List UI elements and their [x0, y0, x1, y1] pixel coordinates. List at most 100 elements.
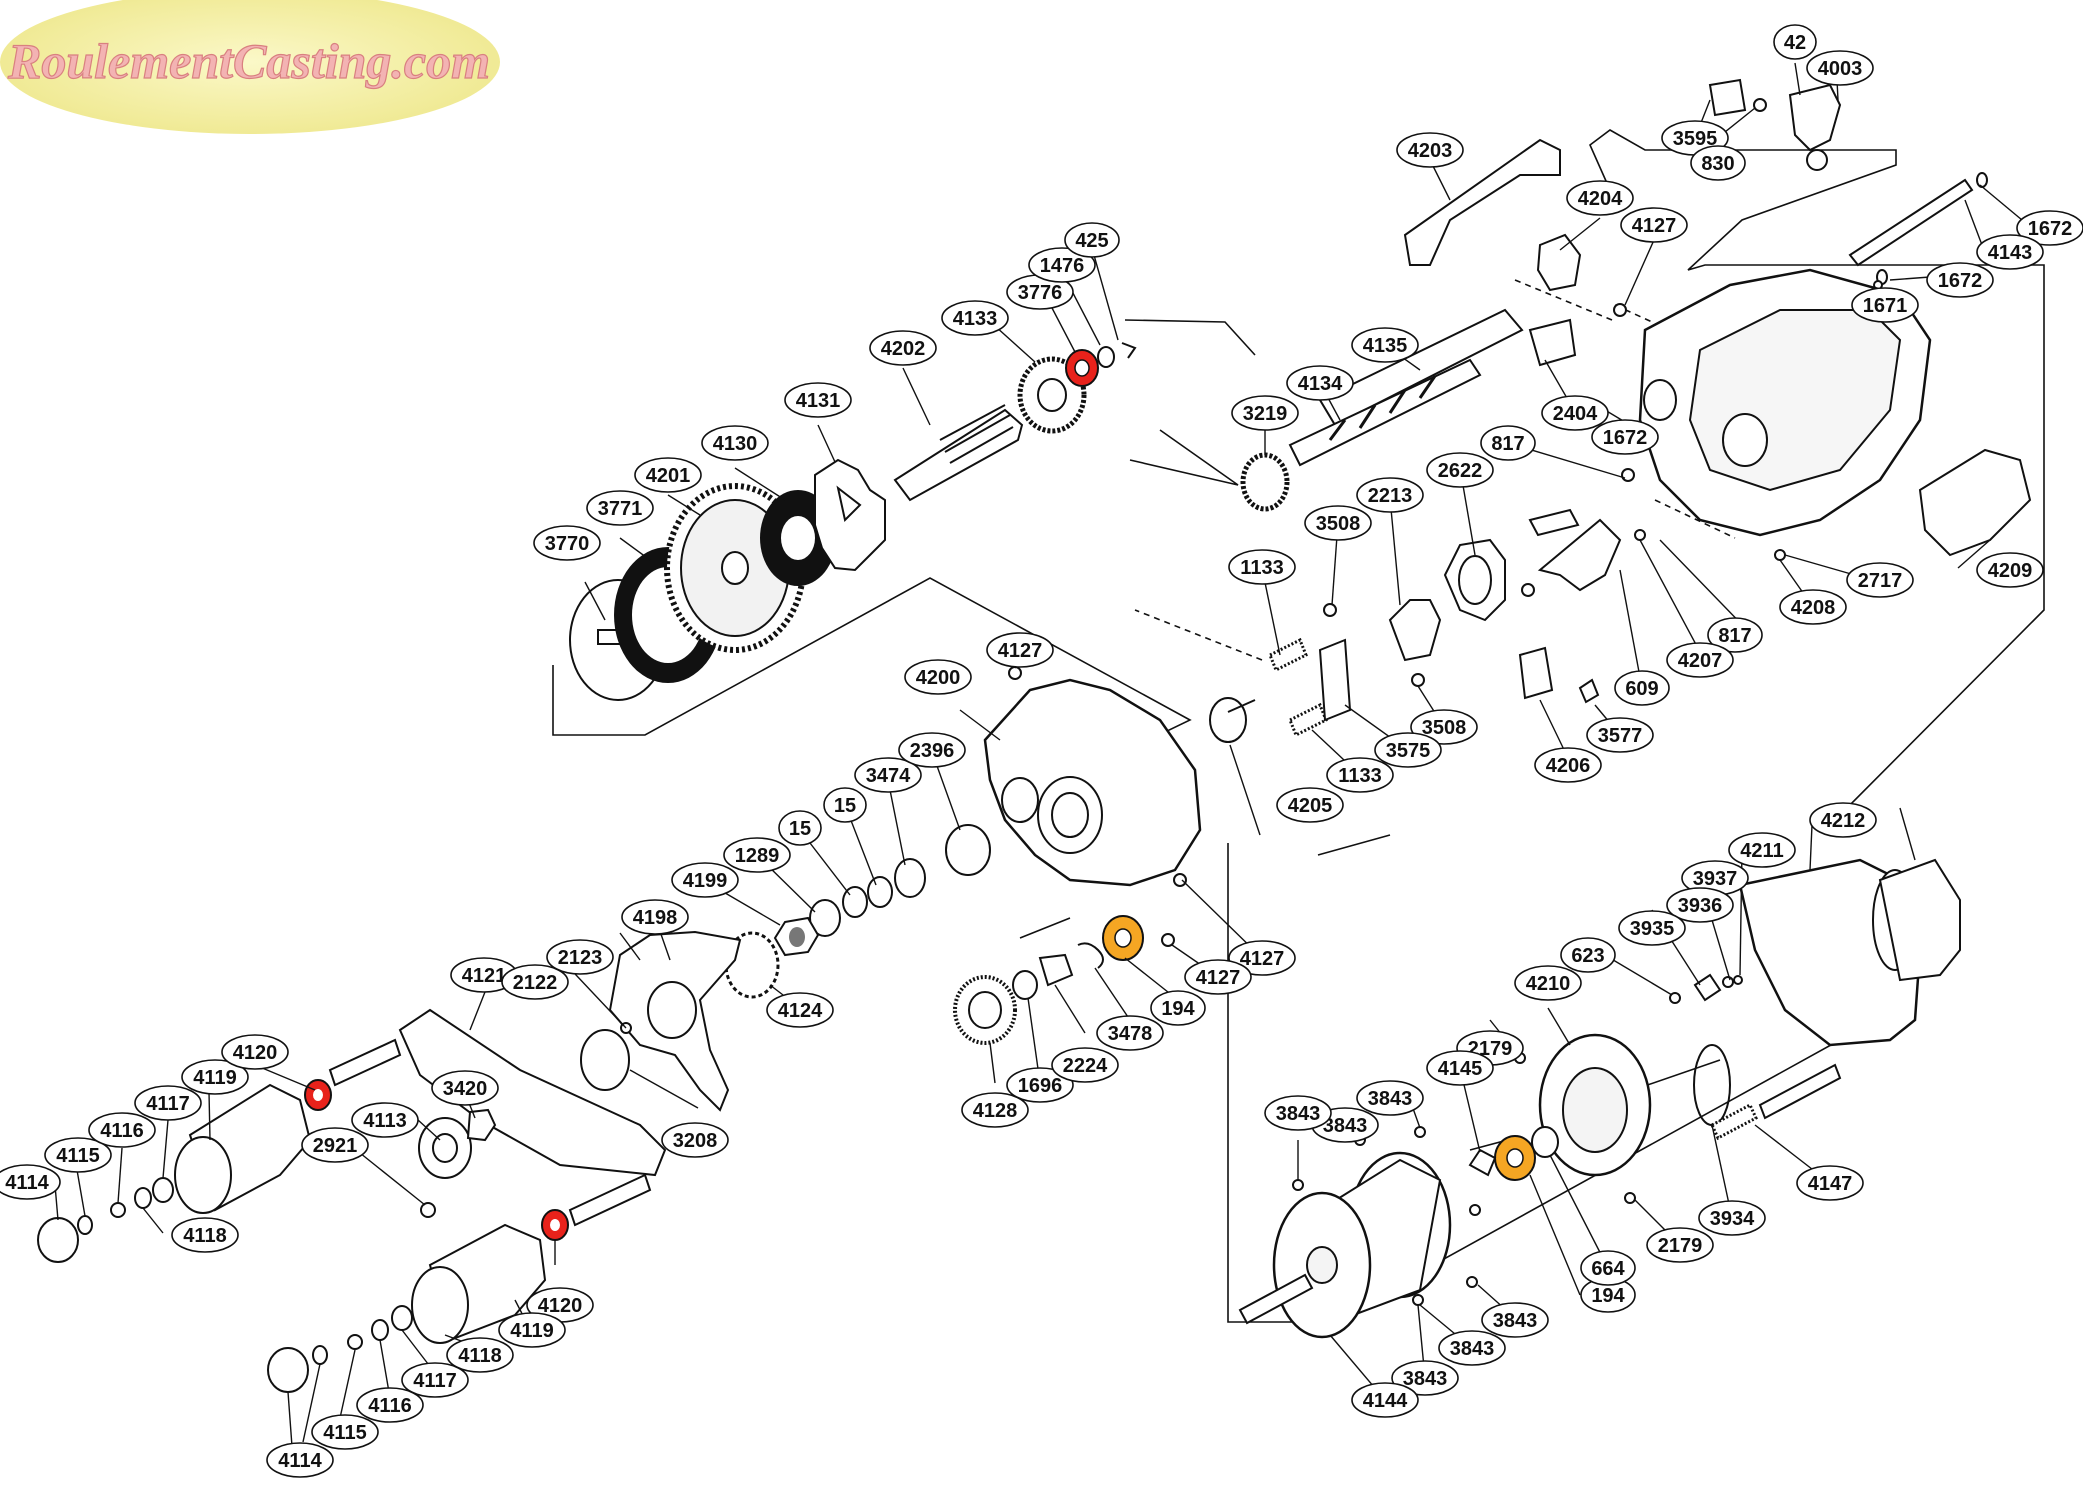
label-bubble	[986, 632, 1054, 668]
label-bubble	[1326, 757, 1394, 793]
label-text: 3936	[1678, 895, 1723, 917]
screws-4127	[1008, 666, 1187, 947]
label-text: 4202	[881, 338, 926, 360]
spring-1133-a	[1268, 637, 1308, 673]
label-text: 4131	[796, 390, 841, 412]
part-label-3770: 3770	[533, 525, 601, 561]
washer-1696	[1012, 970, 1038, 1000]
washer-664	[1531, 1126, 1559, 1158]
pin-3843-e	[1412, 1294, 1424, 1306]
part-label-3508: 3508	[1304, 505, 1372, 541]
label-bubble	[1541, 395, 1609, 431]
drive-gear-group	[569, 342, 1137, 701]
logo-text: RoulementCasting.com	[7, 33, 490, 89]
ratchet-4131-hole	[836, 485, 862, 523]
label-text: 4133	[953, 308, 998, 330]
label-text: 1289	[735, 845, 780, 867]
label-text: 817	[1718, 625, 1751, 647]
knob-4119-upper-end	[174, 1136, 232, 1214]
label-bubble	[1096, 1015, 1164, 1051]
label-bubble	[1534, 747, 1602, 783]
part-label-2717: 2717	[1846, 562, 1914, 598]
label-bubble	[1426, 1050, 1494, 1086]
label-text: 4124	[778, 1000, 823, 1022]
pawl-4206	[1518, 646, 1554, 700]
cover-4003-boss	[1806, 149, 1828, 171]
spring-1133-b	[1288, 702, 1328, 738]
label-bubble	[1707, 617, 1763, 653]
part-label-4115: 4115	[44, 1137, 112, 1173]
label-bubble	[1304, 505, 1372, 541]
thumb-bar-4203	[1403, 138, 1561, 266]
label-bubble	[1586, 717, 1654, 753]
part-label-4128: 4128	[961, 1092, 1029, 1128]
label-text: 4198	[633, 907, 678, 929]
part-label-4200: 4200	[904, 659, 972, 695]
label-text: 609	[1625, 678, 1658, 700]
label-bubble	[784, 382, 852, 418]
screw-609	[1521, 583, 1535, 597]
label-bubble	[1264, 1095, 1332, 1131]
label-text: 4212	[1821, 810, 1866, 832]
label-text: 4205	[1288, 795, 1333, 817]
side-plate-4200-hole	[1051, 792, 1089, 838]
label-text: 3843	[1493, 1310, 1538, 1332]
label-bubble	[1276, 787, 1344, 823]
label-text: 4127	[998, 640, 1043, 662]
part-label-4119: 4119	[181, 1059, 249, 1095]
label-bubble	[941, 300, 1009, 336]
label-text: 4201	[646, 465, 691, 487]
label-bubble	[1926, 262, 1994, 298]
label-bubble	[778, 810, 822, 846]
label-text: 3843	[1368, 1088, 1413, 1110]
plate-3575	[1318, 638, 1352, 722]
worm-shaft-4134-groove	[1328, 375, 1437, 441]
label-text: 4204	[1578, 188, 1623, 210]
label-text: 3595	[1673, 128, 1718, 150]
washer-3208	[580, 1029, 630, 1091]
screw-2921	[420, 1202, 436, 1218]
label-text: 1133	[1240, 557, 1283, 579]
label-text: 4114	[278, 1450, 322, 1472]
frame-pinion-housing	[1643, 379, 1677, 421]
label-text: 3420	[443, 1078, 488, 1100]
shaft-line-623	[1317, 834, 1391, 856]
label-text: 3575	[1386, 740, 1431, 762]
label-bubble	[88, 1112, 156, 1148]
label-bubble	[356, 1387, 424, 1423]
part-label-4147: 4147	[1796, 1165, 1864, 1201]
label-bubble	[1228, 940, 1296, 976]
label-text: 4116	[100, 1120, 143, 1142]
screw-2179-b	[1624, 1192, 1636, 1204]
label-bubble	[546, 939, 614, 975]
label-text: 3843	[1276, 1103, 1321, 1125]
washer-4118-lower	[371, 1319, 389, 1341]
oring-4115-upper	[77, 1215, 93, 1235]
label-text: 3771	[598, 498, 643, 520]
part-label-1289: 1289	[723, 837, 791, 873]
label-bubble	[1231, 395, 1299, 431]
ring-2622-hole	[1458, 555, 1492, 605]
side-plate-4200	[983, 678, 1202, 887]
label-bubble	[1391, 1360, 1459, 1396]
worm-shaft-4134	[1288, 358, 1482, 467]
label-text: 830	[1701, 153, 1734, 175]
guide-line-level-wind	[1129, 429, 1239, 486]
label-bubble	[1851, 287, 1919, 323]
label-bubble	[0, 1164, 61, 1200]
part-label-4209: 4209	[1976, 552, 2044, 588]
label-bubble	[1481, 1302, 1549, 1338]
label-text: 4211	[1740, 840, 1783, 862]
label-bubble	[1690, 145, 1746, 181]
label-bubble	[1514, 965, 1582, 1001]
part-label-3577: 3577	[1586, 717, 1654, 753]
part-label-3771: 3771	[586, 490, 654, 526]
label-bubble	[311, 1414, 379, 1450]
bearing-4120-lower-inner	[550, 1219, 560, 1231]
part-label-4116: 4116	[88, 1112, 156, 1148]
label-text: 4115	[56, 1145, 99, 1167]
part-label-609: 609	[1614, 670, 1670, 706]
spring-3577	[1578, 678, 1600, 704]
part-label-2122: 2122	[501, 964, 569, 1000]
bearing-3776-inner	[1074, 359, 1090, 377]
